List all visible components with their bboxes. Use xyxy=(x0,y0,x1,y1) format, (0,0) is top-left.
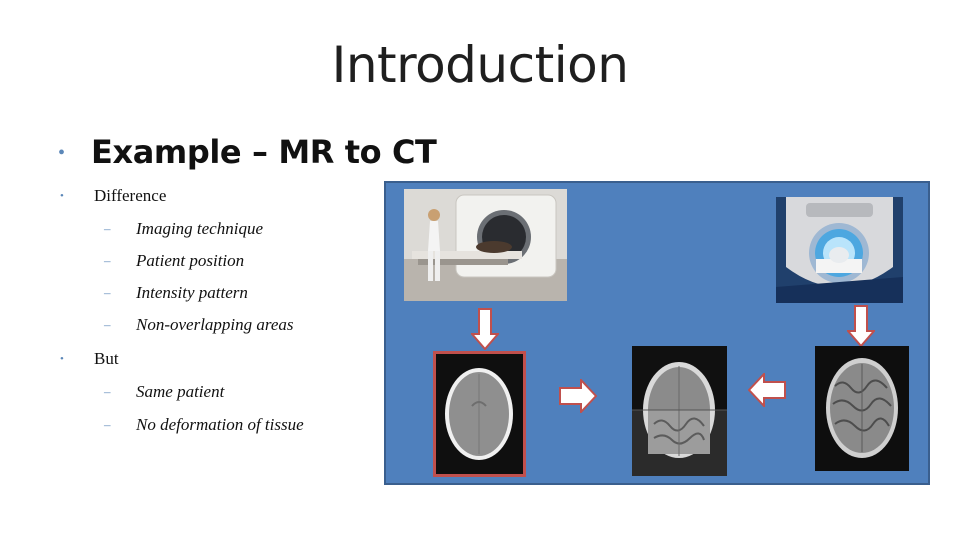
dash-bullet-icon: – xyxy=(104,285,111,300)
bullet-dot-icon: • xyxy=(60,190,64,202)
list-item-text: Same patient xyxy=(136,382,225,401)
list-item-level2: – No deformation of tissue xyxy=(104,415,304,435)
list-item-text: Intensity pattern xyxy=(136,283,248,302)
list-item-level2: – Non-overlapping areas xyxy=(104,315,294,335)
mri-scanner-photo xyxy=(776,197,903,303)
list-item-text: Imaging technique xyxy=(136,219,263,238)
list-item-level1: • But xyxy=(60,349,119,369)
list-item-text: Difference xyxy=(94,186,167,205)
registration-figure-panel xyxy=(384,181,930,485)
bullet-dot-icon: • xyxy=(60,353,64,365)
main-bullet-text: Example – MR to CT xyxy=(91,133,437,171)
mr-brain-scan xyxy=(815,346,909,471)
main-bullet: • Example – MR to CT xyxy=(58,133,437,171)
ct-brain-scan xyxy=(433,351,526,477)
list-item-text: But xyxy=(94,349,119,368)
dash-bullet-icon: – xyxy=(104,417,111,432)
down-arrow-icon xyxy=(471,308,499,350)
ct-scanner-photo xyxy=(404,189,567,301)
bullet-dot-icon: • xyxy=(58,141,66,164)
down-arrow-icon xyxy=(847,305,875,347)
list-item-text: Patient position xyxy=(136,251,245,270)
left-arrow-icon xyxy=(748,373,786,407)
dash-bullet-icon: – xyxy=(104,384,111,399)
list-item-level2: – Patient position xyxy=(104,251,244,271)
right-arrow-icon xyxy=(559,379,597,413)
list-item-level2: – Intensity pattern xyxy=(104,283,248,303)
dash-bullet-icon: – xyxy=(104,253,111,268)
slide-title: Introduction xyxy=(331,36,629,94)
list-item-level2: – Same patient xyxy=(104,382,224,402)
list-item-text: No deformation of tissue xyxy=(136,415,304,434)
dash-bullet-icon: – xyxy=(104,317,111,332)
list-item-level2: – Imaging technique xyxy=(104,219,263,239)
list-item-level1: • Difference xyxy=(60,186,166,206)
list-item-text: Non-overlapping areas xyxy=(136,315,294,334)
dash-bullet-icon: – xyxy=(104,221,111,236)
fused-brain-scan xyxy=(632,346,727,476)
